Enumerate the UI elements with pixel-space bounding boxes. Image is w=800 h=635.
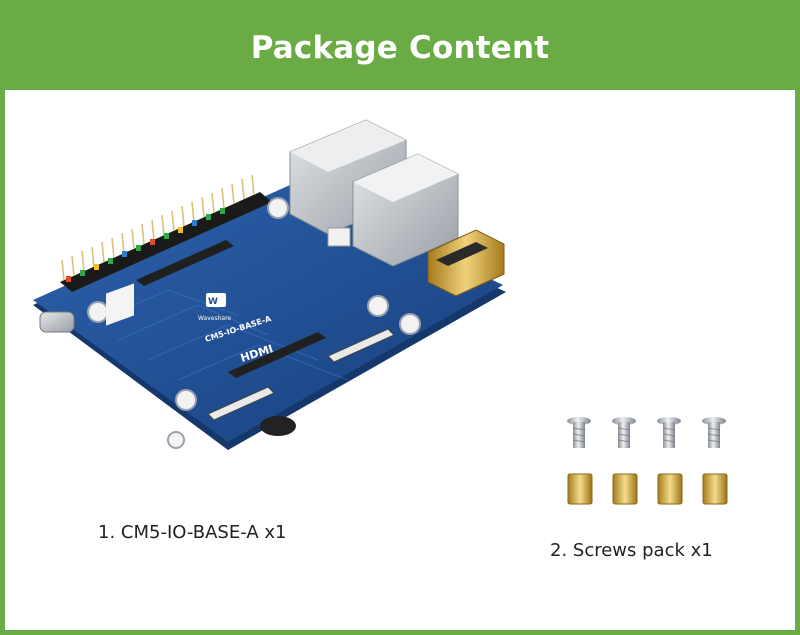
mount-hole-icon [167,431,185,449]
standoff-icon [702,473,728,505]
mount-hole-icon [367,295,389,317]
cm5-connector-bottom [228,332,326,378]
page-title: Package Content [250,29,550,66]
mount-hole-icon [175,389,197,411]
screw-icon [612,417,636,448]
label-sticker [106,283,134,326]
fpc-connector [207,386,275,421]
hdmi-port-icon [427,229,505,297]
screw-image [567,417,728,505]
item-caption-screws: 2. Screws pack x1 [550,540,713,561]
usb-port-icon [352,153,459,267]
mount-hole-icon [267,197,289,219]
fpc-connector [327,328,395,363]
mount-hole-icon [399,313,421,335]
screw-icon [567,417,591,448]
waveshare-logo-icon: W [206,293,226,307]
standoff-icon [657,473,683,505]
fan-connector [327,227,351,247]
board-image: W Waveshare CM5-IO-BASE-A HDMI [33,119,506,450]
screw-icon [657,417,681,448]
usb-c-port-icon [39,311,75,333]
rtc-battery-holder [260,416,296,436]
brand-silkscreen: Waveshare [198,315,231,322]
standoff-icon [612,473,638,505]
screw-icon [702,417,726,448]
header-bar: Package Content [5,5,795,90]
cm5-connector-top [136,240,234,286]
standoff-icon [567,473,593,505]
svg-text:W: W [208,297,218,307]
item-caption-board: 1. CM5-IO-BASE-A x1 [98,522,287,543]
gpio-header [60,174,272,292]
mount-hole-icon [87,301,109,323]
